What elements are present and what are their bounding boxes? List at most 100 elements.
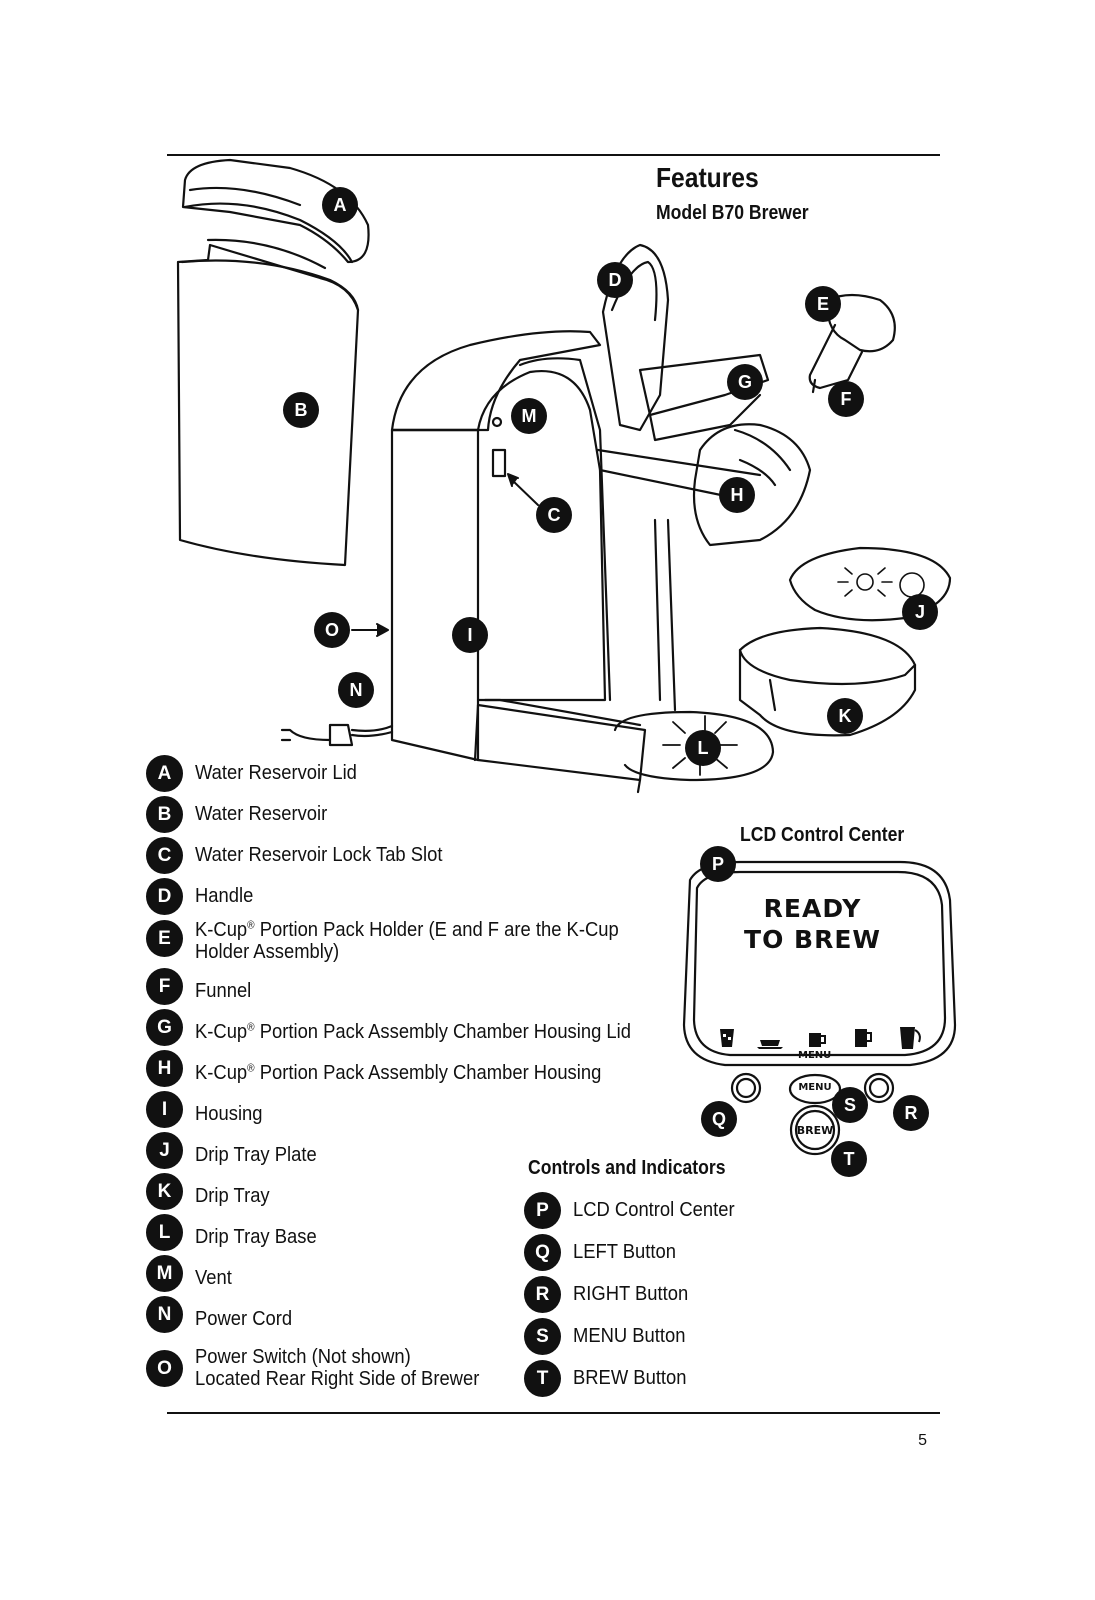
bottom-rule xyxy=(167,1412,940,1414)
control-label: LCD Control Center xyxy=(573,1199,735,1221)
control-item-s: S MENU Button xyxy=(524,1318,695,1355)
control-badge: T xyxy=(524,1360,561,1397)
legend-item-g: G K-Cup® Portion Pack Assembly Chamber H… xyxy=(146,1009,669,1046)
callout-m: M xyxy=(511,398,547,434)
menu-caption: MENU xyxy=(798,1050,832,1061)
page-subtitle: Model B70 Brewer xyxy=(656,202,809,224)
left-button[interactable] xyxy=(732,1074,760,1102)
legend-item-e: E K-Cup® Portion Pack Holder (E and F ar… xyxy=(146,919,656,963)
callout-n: N xyxy=(338,672,374,708)
control-label: MENU Button xyxy=(573,1325,686,1347)
callout-o: O xyxy=(314,612,350,648)
legend-label: Handle xyxy=(195,885,254,907)
control-badge: P xyxy=(524,1192,561,1229)
right-button[interactable] xyxy=(865,1074,893,1102)
legend-item-n: N Power Cord xyxy=(146,1296,301,1333)
kcup-holder-illustration xyxy=(808,293,896,394)
legend-item-d: D Handle xyxy=(146,878,258,915)
chamber-housing-illustration xyxy=(692,423,812,547)
callout-i: I xyxy=(452,617,488,653)
legend-item-i: I Housing xyxy=(146,1091,268,1128)
control-item-t: T BREW Button xyxy=(524,1360,696,1397)
legend-label: K-Cup® Portion Pack Holder (E and F are … xyxy=(195,919,619,963)
callout-p: P xyxy=(700,846,736,882)
power-cord-illustration xyxy=(280,723,394,747)
legend-label: Drip Tray Base xyxy=(195,1226,317,1248)
callout-r: R xyxy=(893,1095,929,1131)
legend-badge: N xyxy=(146,1296,183,1333)
control-item-q: Q LEFT Button xyxy=(524,1234,685,1271)
legend-badge: G xyxy=(146,1009,183,1046)
callout-e: E xyxy=(805,286,841,322)
legend-label: Vent xyxy=(195,1267,232,1289)
control-label: BREW Button xyxy=(573,1367,687,1389)
lcd-panel-title: LCD Control Center xyxy=(740,824,905,846)
legend-item-m: M Vent xyxy=(146,1255,235,1292)
control-item-r: R RIGHT Button xyxy=(524,1276,698,1313)
water-reservoir-illustration xyxy=(176,238,360,567)
legend-badge: K xyxy=(146,1173,183,1210)
callout-j: J xyxy=(902,594,938,630)
control-item-p: P LCD Control Center xyxy=(524,1192,749,1229)
top-rule xyxy=(167,154,940,156)
callout-a: A xyxy=(322,187,358,223)
callout-k: K xyxy=(827,698,863,734)
brew-button[interactable]: BREW xyxy=(796,1124,834,1137)
legend-item-h: H K-Cup® Portion Pack Assembly Chamber H… xyxy=(146,1050,637,1087)
legend-label: Drip Tray xyxy=(195,1185,270,1207)
control-badge: Q xyxy=(524,1234,561,1271)
callout-s: S xyxy=(832,1087,868,1123)
legend-label: Water Reservoir xyxy=(195,803,328,825)
callout-q: Q xyxy=(701,1101,737,1137)
legend-item-b: B Water Reservoir xyxy=(146,796,339,833)
cup-size-icons xyxy=(720,1027,921,1049)
legend-badge: C xyxy=(146,837,183,874)
legend-badge: D xyxy=(146,878,183,915)
legend-badge: E xyxy=(146,920,183,957)
legend-badge: I xyxy=(146,1091,183,1128)
legend-badge: F xyxy=(146,968,183,1005)
legend-item-a: A Water Reservoir Lid xyxy=(146,755,371,792)
reservoir-lid-illustration xyxy=(181,158,370,264)
mug-icon xyxy=(809,1033,826,1047)
callout-b: B xyxy=(283,392,319,428)
control-badge: R xyxy=(524,1276,561,1313)
callout-t: T xyxy=(831,1141,867,1177)
callout-l: L xyxy=(685,730,721,766)
legend-label: Power Cord xyxy=(195,1308,293,1330)
drip-tray-illustration xyxy=(738,626,917,737)
drip-tray-base-illustration xyxy=(613,710,775,794)
legend-badge: L xyxy=(146,1214,183,1251)
legend-item-k: K Drip Tray xyxy=(146,1173,276,1210)
menu-button[interactable]: MENU xyxy=(798,1082,832,1093)
callout-f: F xyxy=(828,381,864,417)
page-number: 5 xyxy=(918,1432,927,1449)
legend-label: K-Cup® Portion Pack Assembly Chamber Hou… xyxy=(195,1062,602,1084)
callout-d: D xyxy=(597,262,633,298)
controls-title: Controls and Indicators xyxy=(528,1157,726,1179)
control-label: RIGHT Button xyxy=(573,1283,689,1305)
legend-item-f: F Funnel xyxy=(146,968,256,1005)
legend-item-l: L Drip Tray Base xyxy=(146,1214,327,1251)
legend-label: Housing xyxy=(195,1103,263,1125)
lcd-screen-line1: READY xyxy=(763,894,862,923)
legend-label: Water Reservoir Lid xyxy=(195,762,357,784)
legend-label: K-Cup® Portion Pack Assembly Chamber Hou… xyxy=(195,1021,631,1043)
housing-illustration xyxy=(390,330,762,782)
legend-label: Water Reservoir Lock Tab Slot xyxy=(195,844,443,866)
legend-label: Funnel xyxy=(195,980,252,1002)
legend-item-c: C Water Reservoir Lock Tab Slot xyxy=(146,837,464,874)
control-badge: S xyxy=(524,1318,561,1355)
legend-badge: M xyxy=(146,1255,183,1292)
lcd-screen-line2: TO BREW xyxy=(744,925,881,954)
large-mug-icon xyxy=(855,1029,872,1047)
legend-badge: B xyxy=(146,796,183,833)
legend-badge: J xyxy=(146,1132,183,1169)
legend-item-j: J Drip Tray Plate xyxy=(146,1132,327,1169)
travel-mug-icon xyxy=(900,1027,921,1049)
control-label: LEFT Button xyxy=(573,1241,676,1263)
legend-badge: H xyxy=(146,1050,183,1087)
callout-h: H xyxy=(719,477,755,513)
callout-g: G xyxy=(727,364,763,400)
